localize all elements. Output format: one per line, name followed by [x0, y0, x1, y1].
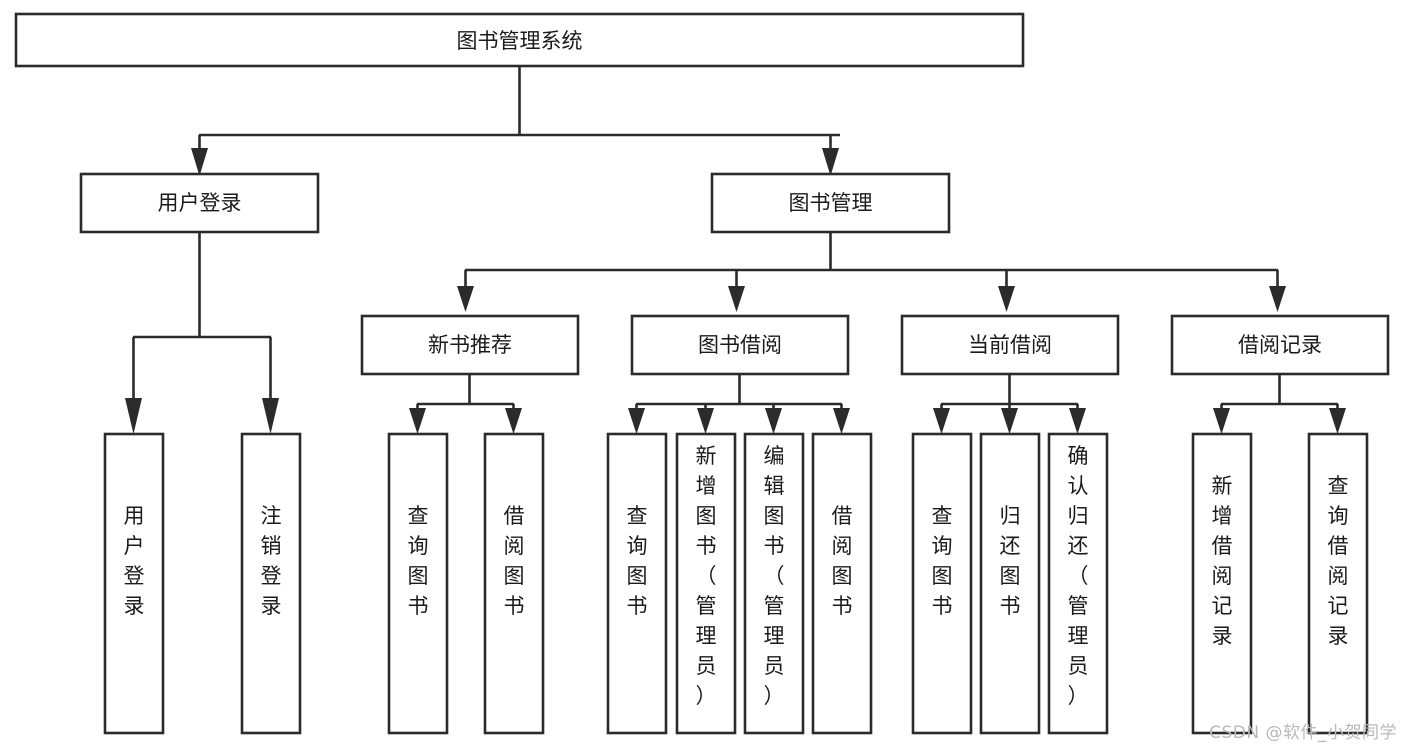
node-leaf-return-book-box[interactable]	[979, 432, 1041, 735]
node-leaf-user-login[interactable]: 用户登录	[103, 432, 165, 735]
arrow-head-icon	[1269, 286, 1286, 312]
node-leaf-user-login-label: 用户登录	[124, 504, 145, 618]
node-leaf-borrow-book-2-label: 借阅图书	[832, 504, 853, 618]
arrow-head-icon	[697, 408, 714, 434]
node-book-manage-label: 图书管理	[789, 191, 873, 215]
node-leaf-add-record-label: 新增借阅记录	[1212, 474, 1233, 648]
node-borrow-record-box[interactable]	[1170, 314, 1390, 376]
node-leaf-borrow-book-2[interactable]: 借阅图书	[811, 432, 873, 735]
arrow-head-icon	[728, 286, 745, 312]
node-root[interactable]: 图书管理系统	[14, 12, 1025, 68]
node-borrow-record[interactable]: 借阅记录	[1170, 314, 1390, 376]
node-leaf-borrow-book-2-box[interactable]	[811, 432, 873, 735]
node-leaf-add-record-box[interactable]	[1191, 432, 1253, 735]
node-leaf-query-book-2[interactable]: 查询图书	[606, 432, 668, 735]
node-leaf-query-record-box[interactable]	[1307, 432, 1369, 735]
node-leaf-add-book-box[interactable]	[675, 432, 737, 735]
node-leaf-confirm-return-box[interactable]	[1047, 432, 1109, 735]
node-book-manage-box[interactable]	[710, 172, 951, 234]
connector-group-book-borrow	[628, 374, 850, 434]
node-leaf-borrow-book-1-label: 借阅图书	[504, 504, 525, 618]
arrow-head-icon	[409, 408, 426, 434]
arrow-head-icon	[1213, 408, 1230, 434]
node-leaf-add-book-label: 新增图书（管理员）	[696, 444, 717, 708]
node-leaf-query-book-2-label: 查询图书	[627, 504, 648, 618]
node-leaf-query-record[interactable]: 查询借阅记录	[1307, 432, 1369, 735]
node-root-label: 图书管理系统	[457, 29, 583, 53]
node-leaf-query-book-3-label: 查询图书	[932, 504, 953, 618]
arrow-head-icon	[1329, 408, 1346, 434]
arrow-head-icon	[457, 286, 474, 312]
node-leaf-confirm-return[interactable]: 确认归还（管理员）	[1047, 432, 1109, 735]
node-user-login-box[interactable]	[79, 172, 320, 234]
node-leaf-edit-book-label: 编辑图书（管理员）	[764, 444, 785, 708]
arrow-head-icon	[628, 408, 645, 434]
node-current-borrow[interactable]: 当前借阅	[900, 314, 1120, 376]
node-user-login-label: 用户登录	[158, 191, 242, 215]
connector-group-borrow-record	[1213, 374, 1346, 434]
connector-group-current-borrow	[933, 374, 1086, 434]
arrow-head-icon	[191, 148, 208, 176]
node-book-borrow[interactable]: 图书借阅	[630, 314, 850, 376]
node-borrow-record-label: 借阅记录	[1238, 333, 1322, 357]
node-user-login[interactable]: 用户登录	[79, 172, 320, 234]
arrow-head-icon	[1001, 408, 1018, 434]
node-leaf-return-book[interactable]: 归还图书	[979, 432, 1041, 735]
node-leaf-query-record-label: 查询借阅记录	[1328, 474, 1349, 648]
node-book-borrow-box[interactable]	[630, 314, 850, 376]
arrow-head-icon	[125, 398, 142, 434]
arrow-head-icon	[833, 408, 850, 434]
node-new-book-recommend-box[interactable]	[360, 314, 580, 376]
connector-group-book-manage	[457, 232, 1286, 312]
node-leaf-confirm-return-label: 确认归还（管理员）	[1068, 444, 1089, 708]
node-book-borrow-label: 图书借阅	[698, 333, 782, 357]
node-leaf-edit-book[interactable]: 编辑图书（管理员）	[743, 432, 805, 735]
node-leaf-query-book-3-box[interactable]	[911, 432, 973, 735]
node-leaf-add-book[interactable]: 新增图书（管理员）	[675, 432, 737, 735]
node-root-box[interactable]	[14, 12, 1025, 68]
node-leaf-query-book-2-box[interactable]	[606, 432, 668, 735]
node-new-book-recommend[interactable]: 新书推荐	[360, 314, 580, 376]
node-current-borrow-label: 当前借阅	[968, 333, 1052, 357]
arrow-head-icon	[933, 408, 950, 434]
arrow-head-icon	[765, 408, 782, 434]
node-leaf-user-login-box[interactable]	[103, 432, 165, 735]
node-new-book-recommend-label: 新书推荐	[428, 333, 512, 357]
connector-group-user-login	[125, 232, 279, 434]
node-leaf-query-book-1-label: 查询图书	[408, 504, 429, 618]
node-leaf-query-book-3[interactable]: 查询图书	[911, 432, 973, 735]
connector-group-new-book-recommend	[409, 374, 522, 434]
node-leaf-edit-book-box[interactable]	[743, 432, 805, 735]
node-current-borrow-box[interactable]	[900, 314, 1120, 376]
node-leaf-user-logout-box[interactable]	[240, 432, 302, 735]
arrow-head-icon	[262, 398, 279, 434]
node-leaf-add-record[interactable]: 新增借阅记录	[1191, 432, 1253, 735]
node-leaf-borrow-book-1-box[interactable]	[483, 432, 545, 735]
node-leaf-user-logout-label: 注销登录	[261, 504, 282, 618]
node-leaf-user-logout[interactable]: 注销登录	[240, 432, 302, 735]
node-leaf-query-book-1[interactable]: 查询图书	[387, 432, 449, 735]
node-leaf-return-book-label: 归还图书	[1000, 504, 1021, 618]
arrow-head-icon	[505, 408, 522, 434]
node-book-manage[interactable]: 图书管理	[710, 172, 951, 234]
arrow-head-icon	[822, 148, 839, 176]
node-leaf-borrow-book-1[interactable]: 借阅图书	[483, 432, 545, 735]
arrow-head-icon	[998, 286, 1015, 312]
connector-group-root	[191, 66, 840, 176]
node-leaf-query-book-1-box[interactable]	[387, 432, 449, 735]
arrow-head-icon	[1069, 408, 1086, 434]
